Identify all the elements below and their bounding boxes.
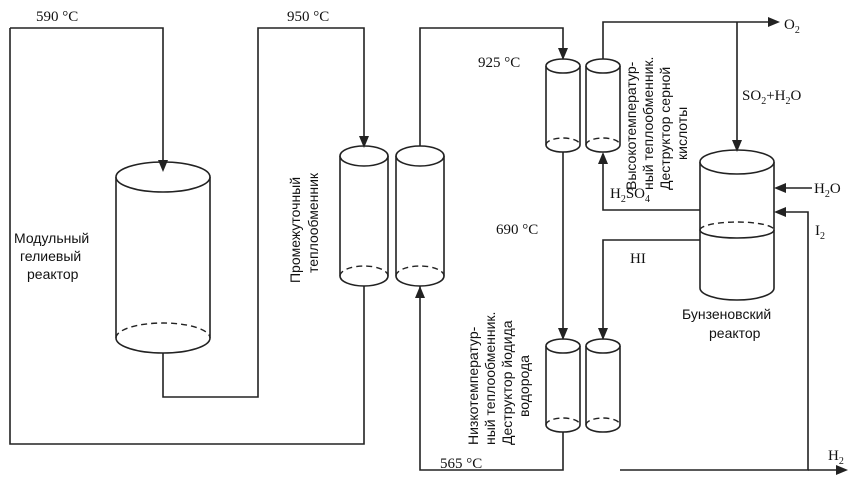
h2o-inlet-arrow <box>774 183 786 193</box>
svg-text:Высокотемператур-: Высокотемператур- <box>623 61 639 190</box>
intermediate-hx-right-vessel <box>395 145 445 287</box>
temp-590: 590 °C <box>36 9 78 25</box>
bunsen-label: Бунзеновский реактор <box>682 306 771 341</box>
svg-text:водорода: водорода <box>516 355 532 417</box>
bunsen-reactor-vessel <box>699 149 775 301</box>
svg-text:Промежуточный: Промежуточный <box>287 177 303 283</box>
svg-text:реактор: реактор <box>27 266 79 282</box>
h2so4-return-arrow <box>598 152 608 164</box>
svg-text:кислоты: кислоты <box>674 107 690 160</box>
reactor-label: Модульный гелиевый реактор <box>14 230 89 282</box>
svg-text:теплообменник: теплообменник <box>305 172 321 273</box>
svg-text:гелиевый: гелиевый <box>20 248 81 264</box>
high-temp-hx-right-vessel <box>585 58 621 153</box>
svg-text:Низкотемператур-: Низкотемператур- <box>465 326 481 445</box>
low-temp-hx-left-vessel <box>545 338 581 433</box>
temp-950: 950 °C <box>287 9 329 25</box>
ihx-return-arrow <box>415 286 425 298</box>
svg-text:Модульный: Модульный <box>14 230 89 246</box>
temp-565: 565 °C <box>440 456 482 472</box>
so2-inlet-arrow <box>732 140 742 152</box>
h2so4-label: H2SO4 <box>610 186 650 205</box>
i2-return-arrow <box>774 207 786 217</box>
svg-text:Деструктор йодида: Деструктор йодида <box>499 320 515 445</box>
reactor-inlet-arrow <box>158 160 168 172</box>
lthx-inlet-arrow <box>558 328 568 340</box>
svg-text:реактор: реактор <box>709 325 761 341</box>
temp-690: 690 °C <box>496 222 538 238</box>
i2-label: I2 <box>815 223 825 242</box>
ihx-inlet-arrow <box>359 136 369 148</box>
intermediate-hx-label: Промежуточный теплообменник <box>287 172 321 283</box>
secondary-loop-lines <box>415 27 568 471</box>
low-temp-hx-right-vessel <box>585 338 621 433</box>
h2o-label: H2O <box>814 181 841 200</box>
low-temp-hx-label: Низкотемператур- ный теплообменник. Дест… <box>465 312 532 445</box>
h2-outlet-arrow <box>836 465 848 475</box>
so2-h2o-label: SO2+H2O <box>742 88 801 107</box>
chemical-loop-lines <box>598 17 848 475</box>
intermediate-hx-left-vessel <box>339 145 389 287</box>
svg-text:Бунзеновский: Бунзеновский <box>682 306 771 322</box>
hi-inlet-arrow <box>598 328 608 340</box>
hthx-inlet-arrow <box>558 48 568 60</box>
hi-label: HI <box>630 251 646 267</box>
temp-925: 925 °C <box>478 55 520 71</box>
h2-label: H2 <box>828 448 844 467</box>
high-temp-hx-label: Высокотемператур- ный теплообменник. Дес… <box>623 57 690 190</box>
high-temp-hx-left-vessel <box>545 58 581 153</box>
svg-text:ный теплообменник.: ный теплообменник. <box>640 57 656 190</box>
o2-outlet-arrow <box>768 17 780 27</box>
o2-label: O2 <box>784 17 800 36</box>
primary-loop-lines <box>9 27 369 445</box>
svg-text:Деструктор серной: Деструктор серной <box>657 67 673 190</box>
svg-text:ный теплообменник.: ный теплообменник. <box>482 312 498 445</box>
helium-reactor-vessel <box>115 161 211 354</box>
